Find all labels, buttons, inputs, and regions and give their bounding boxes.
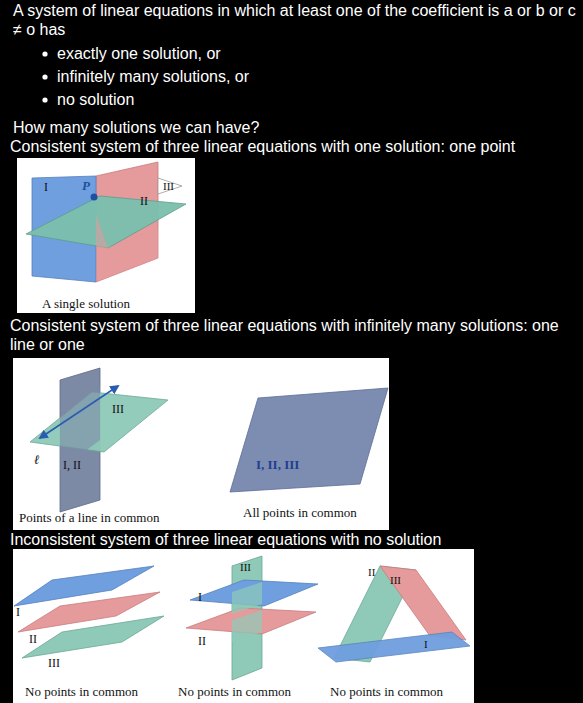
plane-label: II <box>368 566 375 579</box>
intro-text: A system of linear equations in which at… <box>13 1 579 39</box>
plane-label: III <box>390 574 401 587</box>
plane-label: I <box>44 180 48 194</box>
figure-caption: All points in common <box>243 505 357 521</box>
plane-label: III <box>48 656 60 670</box>
section-heading: Consistent system of three linear equati… <box>10 316 580 354</box>
plane-label: III <box>240 561 251 574</box>
plane-label: I, II, III <box>256 457 299 473</box>
figure-panel <box>13 358 389 530</box>
figure-caption: No points in common <box>330 684 443 700</box>
bullet-text: no solution <box>57 90 134 109</box>
figure-panel <box>17 158 195 313</box>
question-text: How many solutions we can have? <box>13 118 259 137</box>
coincident-planes <box>230 388 388 492</box>
parallel-planes <box>14 566 164 658</box>
plane-label: II <box>29 632 37 646</box>
figure-caption: No points in common <box>178 684 291 700</box>
figure-caption: No points in common <box>25 684 138 700</box>
figure-caption: A single solution <box>42 296 130 312</box>
figure-panel <box>13 549 474 703</box>
plane-label: I <box>424 638 428 651</box>
bullet <box>42 51 47 56</box>
plane-label: I <box>198 590 202 604</box>
plane-label: III <box>112 402 124 416</box>
line-label: ℓ <box>34 452 39 468</box>
planes-prism <box>318 566 470 662</box>
plane-label: II <box>140 194 148 208</box>
bullet <box>42 97 47 102</box>
section-heading: Consistent system of three linear equati… <box>10 137 580 156</box>
plane-label: II <box>198 634 206 648</box>
figure-caption: Points of a line in common <box>19 510 159 526</box>
plane-label: III <box>163 180 174 193</box>
bullet-text: exactly one solution, or <box>57 44 221 63</box>
bullet-text: infinitely many solutions, or <box>57 67 249 86</box>
bullet <box>42 74 47 79</box>
planes-pairwise <box>186 556 318 680</box>
section-heading: Inconsistent system of three linear equa… <box>10 530 580 549</box>
plane-label: I, II <box>63 458 81 472</box>
planes-common-line <box>30 368 168 512</box>
planes-one-point <box>26 162 186 282</box>
plane-label: I <box>16 605 20 619</box>
point-label: P <box>82 178 90 194</box>
